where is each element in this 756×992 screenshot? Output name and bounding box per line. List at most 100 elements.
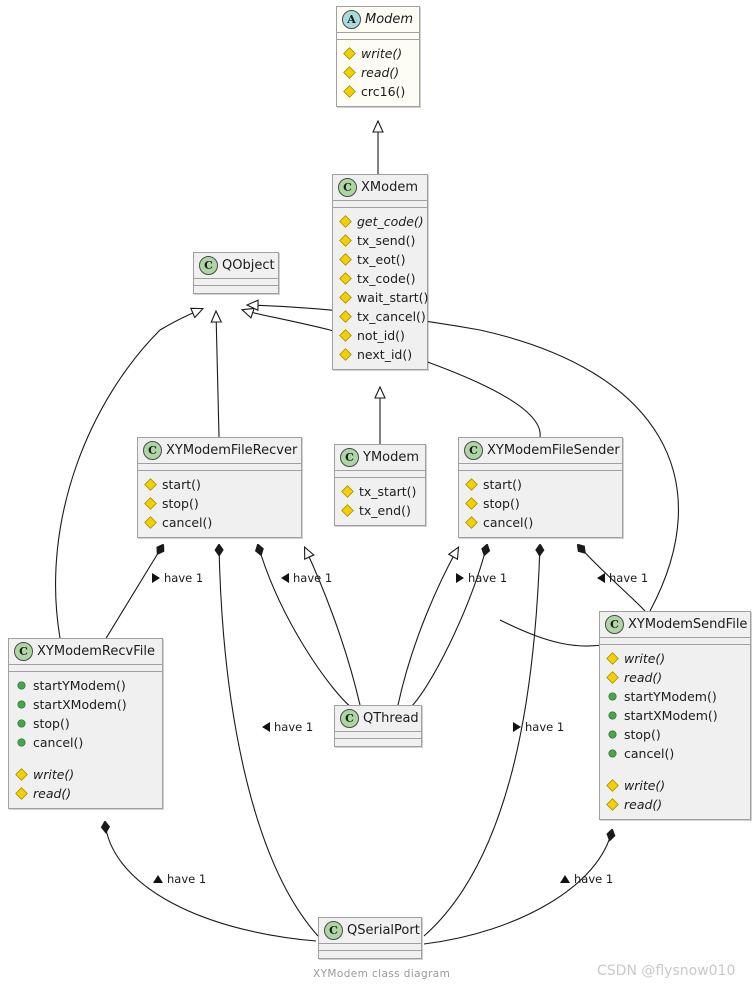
member-name: tx_code() [357, 271, 416, 286]
member-name: cancel() [162, 515, 213, 530]
member-name: write() [33, 767, 75, 782]
class-box-xmodem[interactable]: C XModem get_code() tx_send() tx_eot() tx_cod… [332, 174, 428, 370]
member-name: read() [624, 670, 663, 685]
protected-visibility-icon [339, 253, 352, 266]
class-attributes-compartment-qthread [335, 732, 421, 739]
class-member: cancel() [15, 733, 156, 752]
class-operations-compartment-qobject [194, 286, 278, 293]
association-multiplicity-text: have 1 [164, 571, 204, 585]
class-icon: C [324, 921, 343, 940]
protected-visibility-icon [465, 497, 478, 510]
public-visibility-icon [608, 692, 617, 701]
public-visibility-icon [608, 730, 617, 739]
public-visibility-icon [17, 738, 26, 747]
class-attributes-compartment-qserialport [319, 944, 421, 951]
association-multiplicity-text: have 1 [167, 872, 207, 886]
association-label-have-1-a: have 1 [152, 572, 203, 584]
class-attributes-compartment-recvfile [9, 665, 162, 672]
member-name: cancel() [624, 746, 675, 761]
protected-visibility-icon [339, 272, 352, 285]
class-member: write() [15, 765, 156, 784]
member-name: tx_send() [357, 233, 416, 248]
navigation-arrow-right-icon [152, 572, 160, 583]
member-name: startXModem() [33, 697, 127, 712]
association-label-have-1-d: have 1 [597, 572, 648, 584]
class-member: tx_start() [341, 482, 419, 501]
class-member: write() [343, 44, 413, 63]
diagram-caption: XYModem class diagram [313, 968, 451, 980]
class-member: startXModem() [606, 706, 744, 725]
protected-visibility-icon [341, 485, 354, 498]
protected-visibility-icon [339, 291, 352, 304]
public-visibility-icon [17, 700, 26, 709]
member-name: tx_cancel() [357, 309, 426, 324]
association-label-have-1-g: have 1 [153, 873, 206, 885]
protected-visibility-icon [339, 348, 352, 361]
public-visibility-icon [608, 749, 617, 758]
navigation-arrow-up-icon [560, 874, 570, 883]
member-name: not_id() [357, 328, 405, 343]
class-name-xmodem: XModem [361, 180, 418, 195]
class-icon: C [605, 615, 624, 634]
member-name: get_code() [357, 214, 424, 229]
class-member: cancel() [606, 744, 744, 763]
class-member: startYModem() [606, 687, 744, 706]
class-attributes-compartment-recver [138, 464, 301, 471]
member-name: tx_end() [359, 503, 411, 518]
protected-visibility-icon [144, 478, 157, 491]
class-icon: C [338, 178, 357, 197]
member-name: startXModem() [624, 708, 718, 723]
class-operations-compartment-qserialport [319, 951, 421, 958]
class-member: tx_code() [339, 269, 421, 288]
member-name: stop() [162, 496, 199, 511]
watermark-text: CSDN @flysnow010 [597, 963, 736, 979]
protected-visibility-icon [606, 779, 619, 792]
member-name: start() [483, 477, 522, 492]
protected-visibility-icon [339, 310, 352, 323]
class-member: read() [606, 795, 744, 814]
member-name: wait_start() [357, 290, 429, 305]
member-name: read() [624, 797, 663, 812]
class-member: read() [15, 784, 156, 803]
class-member: cancel() [144, 513, 295, 532]
class-operations-compartment-sender: start() stop() cancel() [459, 471, 622, 537]
association-multiplicity-text: have 1 [574, 872, 614, 886]
navigation-arrow-up-icon [153, 874, 163, 883]
member-name: crc16() [361, 84, 406, 99]
class-name-recver: XYModemFileRecver [166, 443, 298, 458]
class-icon: C [340, 448, 359, 467]
class-member: cancel() [465, 513, 616, 532]
class-box-sendfile[interactable]: C XYModemSendFile write() read() startYModem… [599, 611, 751, 820]
class-name-sendfile: XYModemSendFile [628, 617, 748, 632]
class-name-recvfile: XYModemRecvFile [37, 644, 155, 659]
class-attributes-compartment-ymodem [335, 471, 425, 478]
member-name: cancel() [483, 515, 534, 530]
class-member: read() [343, 63, 413, 82]
class-operations-compartment-modem: write()read() crc16() [337, 40, 419, 106]
protected-visibility-icon [606, 798, 619, 811]
class-name-modem: Modem [365, 12, 414, 27]
class-member: write() [606, 649, 744, 668]
class-member: tx_eot() [339, 250, 421, 269]
class-member: wait_start() [339, 288, 428, 307]
class-icon: C [199, 256, 218, 275]
class-member: stop() [465, 494, 616, 513]
class-member: crc16() [343, 82, 413, 101]
association-label-have-1-f: have 1 [513, 721, 564, 733]
class-member: start() [465, 475, 616, 494]
class-operations-compartment-ymodem: tx_start() tx_end() [335, 478, 425, 525]
class-icon: C [340, 709, 359, 728]
